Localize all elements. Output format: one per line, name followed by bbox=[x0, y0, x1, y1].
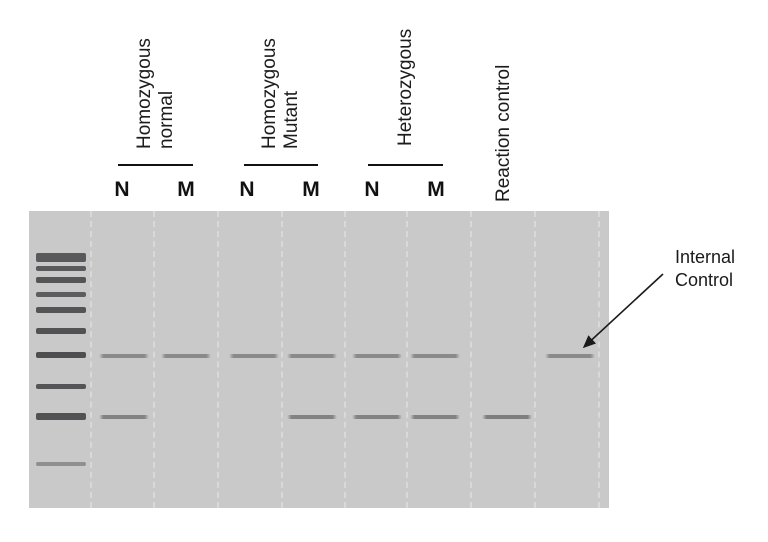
ladder-band bbox=[36, 462, 86, 466]
gel-band-internal-control-lane bbox=[545, 354, 595, 358]
gel-band-homozygous-normal-N bbox=[99, 354, 149, 358]
ladder-band bbox=[36, 352, 86, 358]
gel-band-homozygous-mutant-M bbox=[287, 354, 337, 358]
group-label-4: Reaction control bbox=[493, 64, 514, 202]
group-label-2: Homozygous Mutant bbox=[259, 38, 302, 149]
lane-letter-N: N bbox=[364, 178, 380, 201]
ladder-band bbox=[36, 307, 86, 313]
lane-separator bbox=[281, 211, 283, 508]
ladder-band bbox=[36, 292, 86, 297]
group-label-3: Heterozygous bbox=[395, 28, 416, 146]
lane-separator bbox=[534, 211, 536, 508]
gel-band-heterozygous-N bbox=[352, 415, 402, 419]
lane-letter-N: N bbox=[239, 178, 255, 201]
ladder-band bbox=[36, 277, 86, 283]
group-label-1: Homozygous normal bbox=[134, 38, 177, 149]
lane-separator bbox=[153, 211, 155, 508]
ladder-band bbox=[36, 413, 86, 420]
lane-separator bbox=[217, 211, 219, 508]
gel-band-heterozygous-M bbox=[410, 354, 460, 358]
lane-separator bbox=[598, 211, 600, 508]
gel-band-heterozygous-N bbox=[352, 354, 402, 358]
lane-separator bbox=[470, 211, 472, 508]
group-rule-2 bbox=[244, 164, 318, 166]
ladder-band bbox=[36, 328, 86, 334]
lane-letter-M: M bbox=[302, 178, 320, 201]
lane-separator bbox=[90, 211, 92, 508]
lane-separator bbox=[344, 211, 346, 508]
ladder-band bbox=[36, 253, 86, 262]
gel-band-homozygous-normal-N bbox=[99, 415, 149, 419]
lane-letter-N: N bbox=[114, 178, 130, 201]
lane-letter-M: M bbox=[427, 178, 445, 201]
group-rule-3 bbox=[368, 164, 443, 166]
ladder-band bbox=[36, 266, 86, 271]
gel-band-homozygous-normal-M bbox=[161, 354, 211, 358]
ladder-band bbox=[36, 384, 86, 389]
lane-separator bbox=[406, 211, 408, 508]
gel bbox=[29, 211, 609, 508]
gel-band-homozygous-mutant-N bbox=[229, 354, 279, 358]
gel-band-heterozygous-M bbox=[410, 415, 460, 419]
group-rule-1 bbox=[118, 164, 193, 166]
gel-band-reaction-control bbox=[482, 415, 532, 419]
internal-control-label: Internal Control bbox=[675, 247, 736, 290]
gel-band-homozygous-mutant-M bbox=[287, 415, 337, 419]
lane-letter-M: M bbox=[177, 178, 195, 201]
